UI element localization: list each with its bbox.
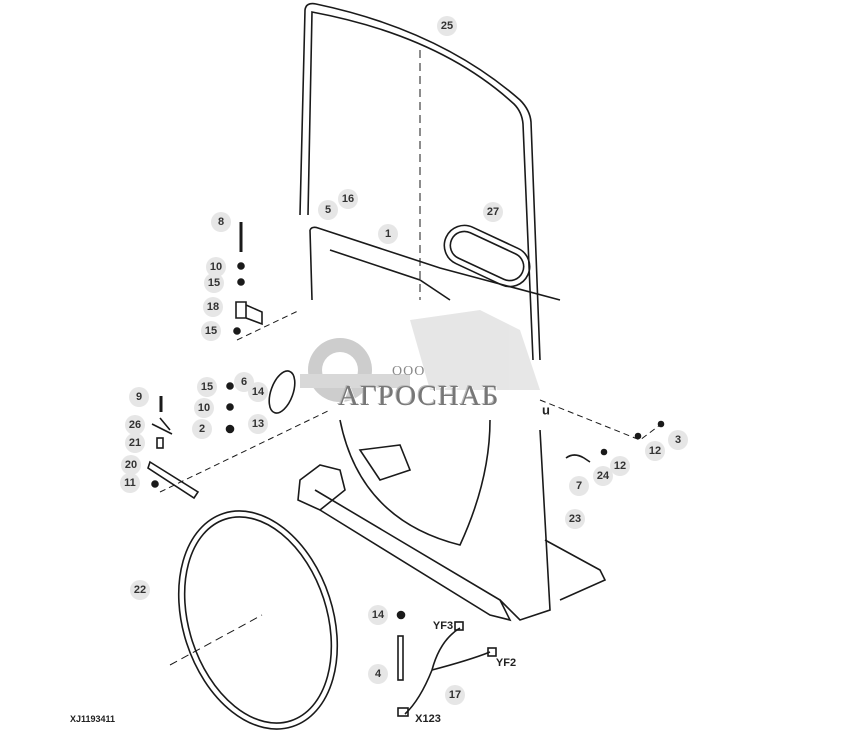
callout-18[interactable]: 18 bbox=[203, 297, 223, 317]
callout-1[interactable]: 1 bbox=[378, 224, 398, 244]
callout-21[interactable]: 21 bbox=[125, 433, 145, 453]
callout-20[interactable]: 20 bbox=[121, 455, 141, 475]
watermark-logo bbox=[300, 310, 540, 402]
callout-12[interactable]: 12 bbox=[645, 441, 665, 461]
wiring-harness-17 bbox=[397, 621, 497, 717]
callout-13[interactable]: 13 bbox=[248, 414, 268, 434]
callout-4[interactable]: 4 bbox=[368, 664, 388, 684]
connector-label-x123[interactable]: X123 bbox=[415, 713, 441, 725]
callout-25[interactable]: 25 bbox=[437, 16, 457, 36]
callout-9[interactable]: 9 bbox=[129, 387, 149, 407]
callout-16[interactable]: 16 bbox=[338, 189, 358, 209]
callout-12[interactable]: 12 bbox=[610, 456, 630, 476]
callout-17[interactable]: 17 bbox=[445, 685, 465, 705]
callout-11[interactable]: 11 bbox=[120, 473, 140, 493]
callout-26[interactable]: 26 bbox=[125, 415, 145, 435]
callout-10[interactable]: 10 bbox=[206, 257, 226, 277]
callout-5[interactable]: 5 bbox=[318, 200, 338, 220]
callout-24[interactable]: 24 bbox=[593, 466, 613, 486]
watermark-name: АГРОСНАБ bbox=[338, 380, 500, 412]
watermark-extra-glyph: u bbox=[542, 402, 550, 418]
callout-14[interactable]: 14 bbox=[368, 605, 388, 625]
callout-7[interactable]: 7 bbox=[569, 476, 589, 496]
callout-27[interactable]: 27 bbox=[483, 202, 503, 222]
callout-10[interactable]: 10 bbox=[194, 398, 214, 418]
connector-label-yf3[interactable]: YF3 bbox=[432, 620, 454, 632]
callout-15[interactable]: 15 bbox=[201, 321, 221, 341]
callout-23[interactable]: 23 bbox=[565, 509, 585, 529]
callout-22[interactable]: 22 bbox=[130, 580, 150, 600]
callout-3[interactable]: 3 bbox=[668, 430, 688, 450]
connector-label-yf2[interactable]: YF2 bbox=[495, 657, 517, 669]
callout-15[interactable]: 15 bbox=[204, 273, 224, 293]
watermark-prefix: ООО bbox=[392, 364, 426, 379]
figure-id: XJ1193411 bbox=[70, 714, 116, 724]
bracket-23 bbox=[297, 419, 607, 622]
window-seal-27 bbox=[443, 224, 531, 288]
callout-14[interactable]: 14 bbox=[248, 382, 268, 402]
callout-2[interactable]: 2 bbox=[192, 419, 212, 439]
callout-8[interactable]: 8 bbox=[211, 212, 231, 232]
ring-seal-22 bbox=[177, 510, 339, 730]
callout-15[interactable]: 15 bbox=[197, 377, 217, 397]
door-seal-25 bbox=[299, 2, 541, 361]
